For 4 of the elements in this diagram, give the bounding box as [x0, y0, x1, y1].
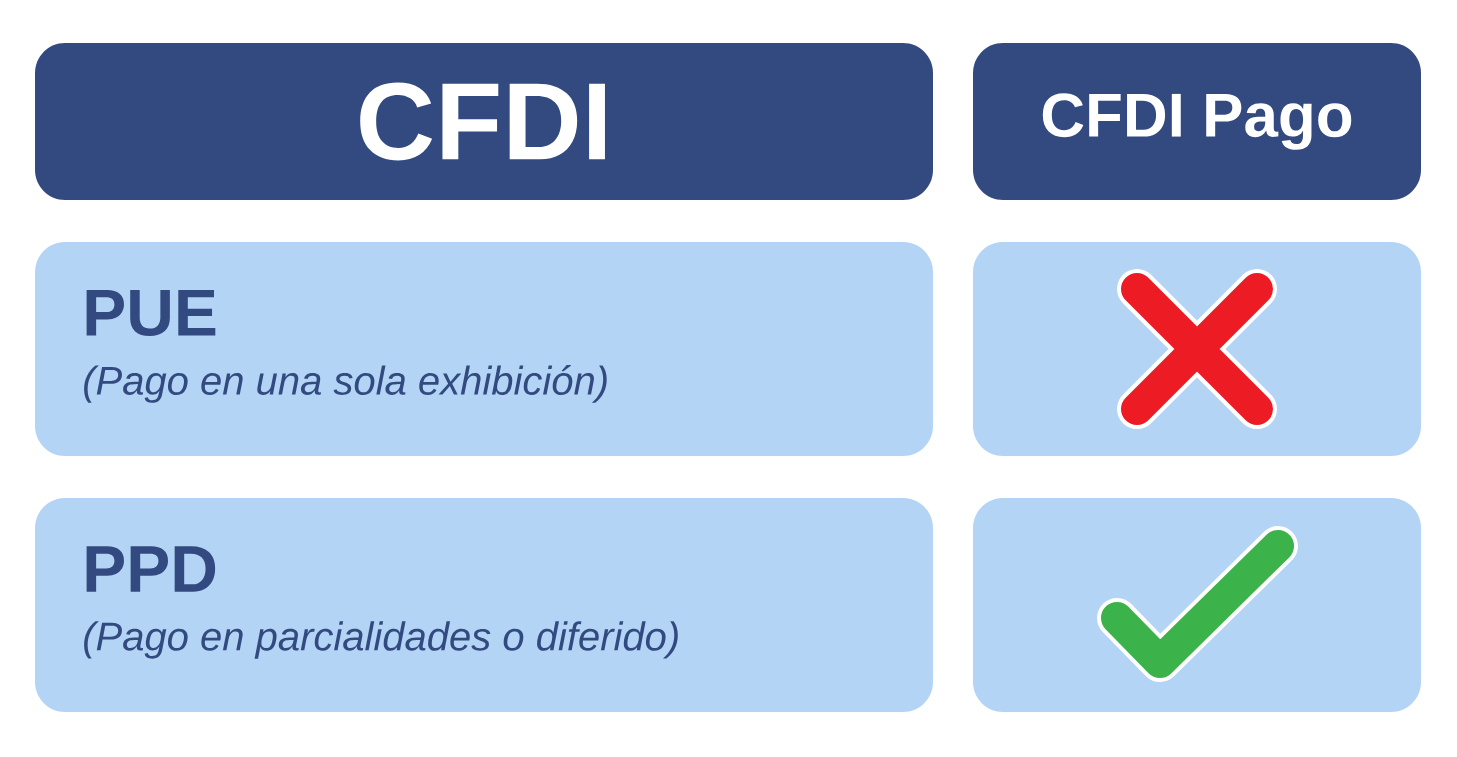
header-box: CFDI Pago — [973, 43, 1421, 200]
table-cell: PPD (Pago en parcialidades o diferido) — [35, 498, 933, 712]
table-cell: PUE (Pago en una sola exhibición) — [35, 242, 933, 456]
header-box: CFDI — [35, 43, 933, 200]
